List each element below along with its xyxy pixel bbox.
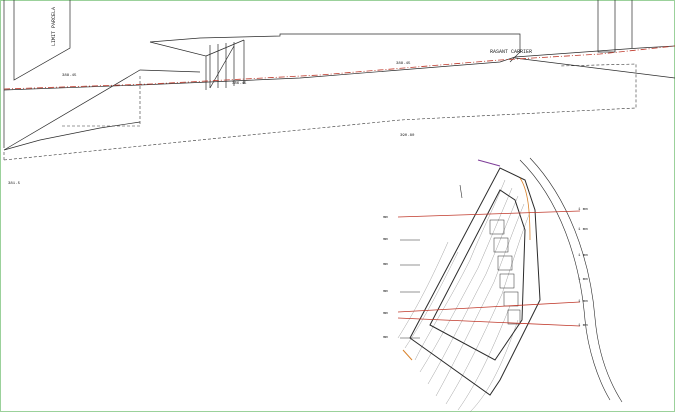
- plan-right-label-1: 1 mm: [578, 208, 588, 212]
- room-5: [503, 291, 519, 307]
- cut-1: [397, 210, 581, 218]
- dashed-bottom: [3, 63, 637, 161]
- road-edge-2: [529, 157, 623, 403]
- plan-right-label-2: 1 mm: [578, 228, 588, 232]
- cut-3: [397, 317, 581, 327]
- plan-right-label-3: 1 mm: [578, 254, 588, 258]
- left-level-label: 381.5: [8, 182, 21, 186]
- limit-parcela-outline: [13, 0, 71, 81]
- ground-line: [3, 45, 675, 91]
- contour-1: [414, 179, 506, 361]
- orange-tick: [402, 349, 413, 361]
- room-2: [493, 237, 509, 253]
- building-footprint: [429, 189, 526, 361]
- room-1: [489, 219, 505, 235]
- contour-4: [435, 203, 525, 397]
- terrain-line-left: [3, 69, 201, 151]
- rooms: [489, 219, 521, 325]
- room-4: [499, 273, 515, 289]
- rasant-carrier-label: RASANT CARRIER: [490, 49, 533, 55]
- room-6: [507, 309, 521, 325]
- parcel-outline: [409, 167, 541, 396]
- contour-9: [397, 241, 449, 339]
- limit-parcela-label: LIMIT PARCELA: [51, 6, 57, 46]
- contour-2: [419, 187, 513, 373]
- plan-right-label-5: 1 mm: [578, 300, 588, 304]
- level-label-2: 386.45: [232, 82, 247, 86]
- plan-left-label-5: mm: [383, 312, 388, 316]
- contour-6: [457, 305, 511, 411]
- axis-line: [3, 45, 675, 90]
- level-label-4: 390.80: [400, 134, 415, 138]
- lower-terrain: [3, 121, 141, 151]
- profile-section: [3, 0, 675, 151]
- road-curves: [519, 157, 623, 403]
- site-plan: [397, 157, 623, 413]
- contour-5: [445, 211, 531, 405]
- orange-path: [519, 177, 531, 241]
- level-label-1: 388.45: [62, 74, 77, 78]
- building-block: [149, 33, 521, 63]
- site-boundary: [409, 167, 541, 396]
- contour-7: [469, 319, 519, 413]
- cut-2: [397, 301, 581, 313]
- contour-3: [427, 195, 519, 385]
- plan-right-label-6: 1 mm: [578, 324, 588, 328]
- plan-left-label-6: mm: [383, 336, 388, 340]
- right-slope-line: [514, 57, 675, 79]
- contour-8: [404, 251, 459, 349]
- road-edge-1: [519, 159, 611, 401]
- plan-left-label-4: mm: [383, 290, 388, 294]
- building-diag-1: [205, 39, 245, 57]
- plan-left-label-3: mm: [383, 263, 388, 267]
- right-structure: [597, 0, 616, 53]
- excavation-outline: [3, 63, 637, 161]
- level-label-3: 388.45: [396, 62, 411, 66]
- marker-top: [459, 184, 463, 199]
- purple-line: [477, 159, 501, 167]
- red-axis: [3, 45, 675, 90]
- room-3: [497, 255, 513, 271]
- dashed-left-box: [62, 76, 141, 127]
- plan-left-label-2: mm: [383, 238, 388, 242]
- section-cuts: [397, 210, 581, 327]
- plan-right-label-4: 1 mm: [578, 278, 588, 282]
- section-markers: [400, 184, 463, 339]
- plan-left-label-1: mm: [383, 216, 388, 220]
